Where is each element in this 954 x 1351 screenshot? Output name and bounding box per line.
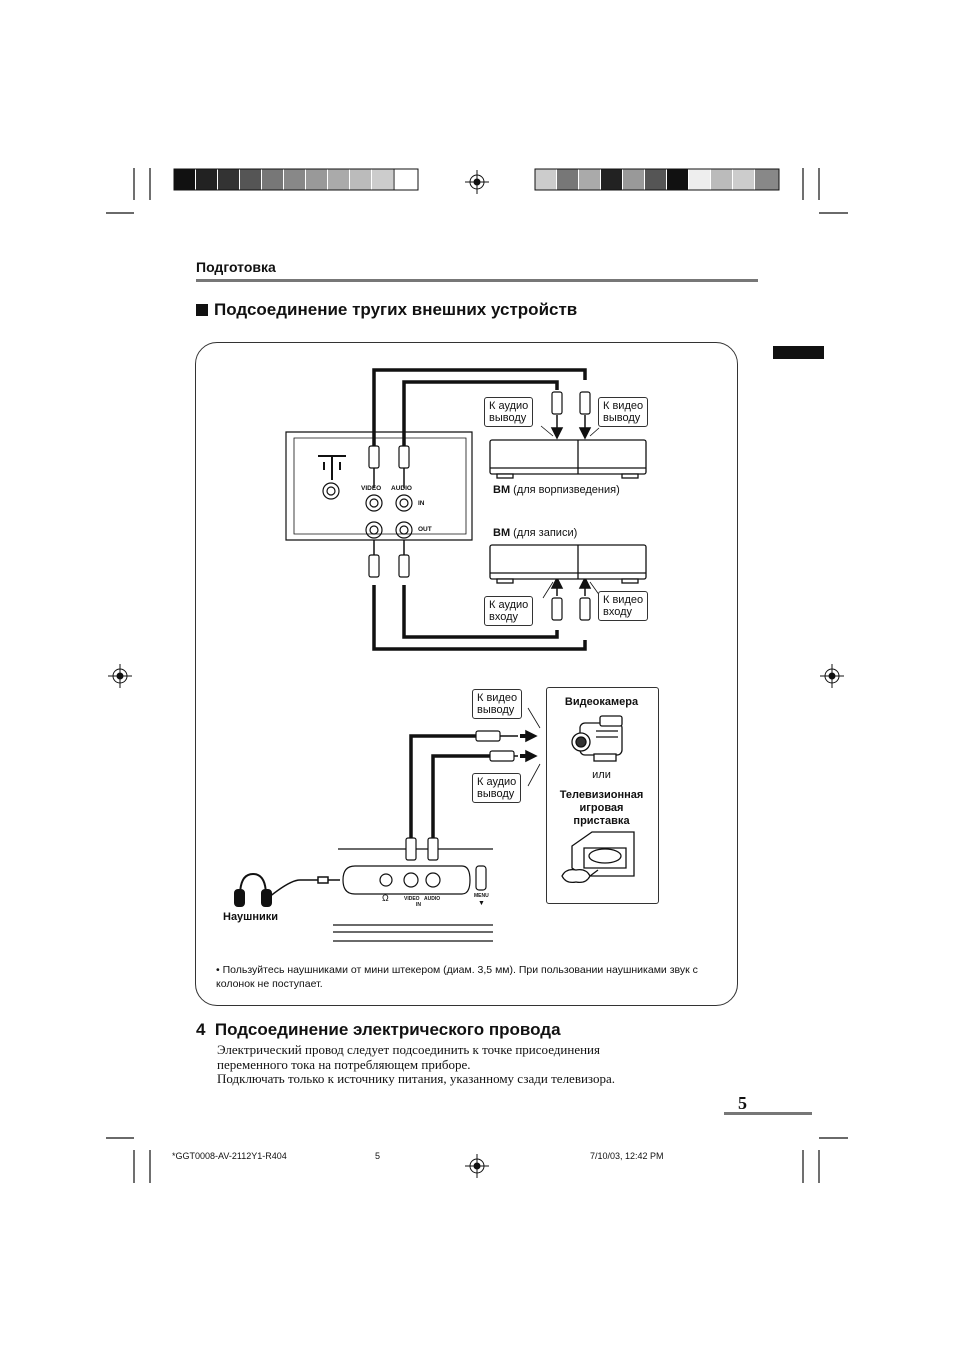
panel-video-label: VIDEO xyxy=(404,896,420,902)
down-arrow-icon: ▼ xyxy=(478,900,485,907)
section-4-title: 4 Подсоединение электрического провода xyxy=(196,1020,561,1040)
console-label: Телевизионная игровая приставка xyxy=(559,789,644,827)
footer-rule xyxy=(724,1112,812,1115)
audio-out-label-1: К аудио выводу xyxy=(484,397,534,427)
or-label: или xyxy=(592,769,611,781)
registration-mark-icon xyxy=(465,170,489,194)
panel-in-label: IN xyxy=(416,902,421,908)
vcr-play-bold: ВМ xyxy=(493,484,511,496)
headphone-note: • Пользуйтесь наушниками от мини штекеро… xyxy=(216,964,698,990)
camcorder-icon xyxy=(571,715,623,762)
square-bullet-icon xyxy=(196,304,208,316)
vcr-rec-label: ВМ (для записи) xyxy=(493,527,577,539)
page-heading: Подсоединение тругих внешних устройств xyxy=(196,300,577,320)
tv-in-label: IN xyxy=(418,500,425,507)
video-out-label-1: К видео выводу xyxy=(598,397,649,427)
camcorder-label: Видеокамера xyxy=(564,696,639,708)
section-4-line: Электрический провод следует подсоединит… xyxy=(217,1042,600,1057)
section-4-line: Подключать только к источнику питания, у… xyxy=(217,1071,615,1086)
vcr-play-label: ВМ (для ворпизведения) xyxy=(493,484,620,496)
video-out-label-2: К видео выводу xyxy=(472,689,523,719)
header-rule xyxy=(196,279,758,282)
footer-timestamp: 7/10/03, 12:42 PM xyxy=(590,1151,664,1161)
vcr-rec-rest: (для записи) xyxy=(510,527,578,539)
game-console-icon xyxy=(561,831,635,884)
diagram-panel xyxy=(195,342,738,1006)
page-heading-text: Подсоединение тругих внешних устройств xyxy=(214,300,578,319)
tv-video-label: VIDEO xyxy=(361,485,382,492)
section-4-line: переменного тока на потребляющем приборе… xyxy=(217,1056,471,1072)
section-4-number: 4 xyxy=(196,1020,206,1039)
footer-doc-code: *GGT0008-AV-2112Y1-R404 xyxy=(172,1151,287,1161)
headphones-label: Наушники xyxy=(223,911,279,923)
footer-page: 5 xyxy=(375,1151,381,1161)
section-label: Подготовка xyxy=(196,259,276,275)
page-number: 5 xyxy=(738,1093,747,1113)
headphone-jack-icon: Ω xyxy=(382,893,389,903)
panel-menu-label: MENU xyxy=(474,893,489,899)
section-4-title-text: Подсоединение электрического провода xyxy=(214,1020,561,1039)
headphones-icon xyxy=(234,872,272,907)
vcr-play-rest: (для ворпизведения) xyxy=(510,484,620,496)
audio-in-label: К аудио входу xyxy=(484,596,534,626)
section-4-body: Электрический провод следует подсоединит… xyxy=(217,1042,737,1087)
panel-audio-label: AUDIO xyxy=(424,896,441,902)
tv-out-label: OUT xyxy=(418,526,432,533)
audio-out-label-2: К аудио выводу xyxy=(472,773,522,803)
tv-audio-label: AUDIO xyxy=(391,485,412,492)
video-in-label: К видео входу xyxy=(598,591,649,621)
language-tab xyxy=(773,346,824,359)
vcr-rec-bold: ВМ xyxy=(493,527,511,539)
device-box xyxy=(546,687,659,904)
